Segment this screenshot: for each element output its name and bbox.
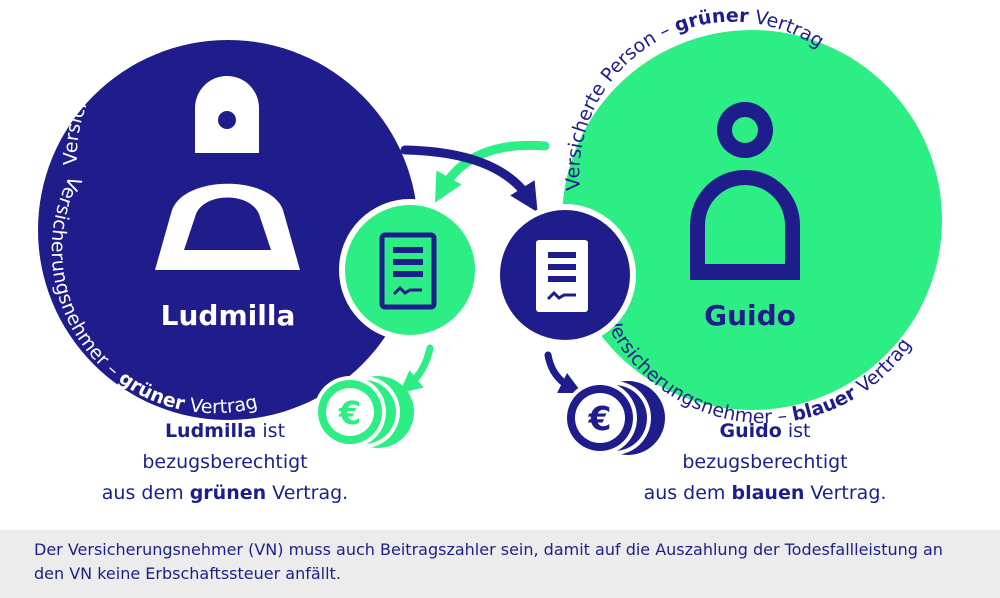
curved-arrow-icon bbox=[400, 145, 538, 213]
euro-coin-stack-icon: € bbox=[314, 376, 414, 448]
curved-arrow-icon bbox=[434, 140, 550, 203]
svg-text:€: € bbox=[338, 394, 361, 432]
contract-document-icon bbox=[494, 204, 636, 346]
person-icon bbox=[155, 76, 300, 270]
ludmilla-name: Ludmilla bbox=[161, 299, 296, 332]
guido-name: Guido bbox=[704, 299, 796, 332]
curved-arrow-icon bbox=[399, 344, 434, 394]
ludmilla-caption: Ludmilla ist bezugsberechtigt aus dem gr… bbox=[101, 420, 349, 504]
contract-document-icon bbox=[339, 199, 481, 341]
curved-arrow-icon bbox=[544, 351, 583, 394]
person-icon bbox=[690, 102, 800, 280]
insurance-diagram: Ludmilla Guido Versicherte Person – blau… bbox=[38, 4, 942, 455]
footer-text: Der Versicherungsnehmer (VN) muss auch B… bbox=[34, 540, 943, 583]
footer-note: Der Versicherungsnehmer (VN) muss auch B… bbox=[0, 530, 1000, 598]
euro-coin-stack-icon: € bbox=[563, 381, 665, 455]
guido-caption: Guido ist bezugsberechtigt aus dem blaue… bbox=[643, 420, 887, 504]
svg-text:€: € bbox=[588, 399, 612, 438]
